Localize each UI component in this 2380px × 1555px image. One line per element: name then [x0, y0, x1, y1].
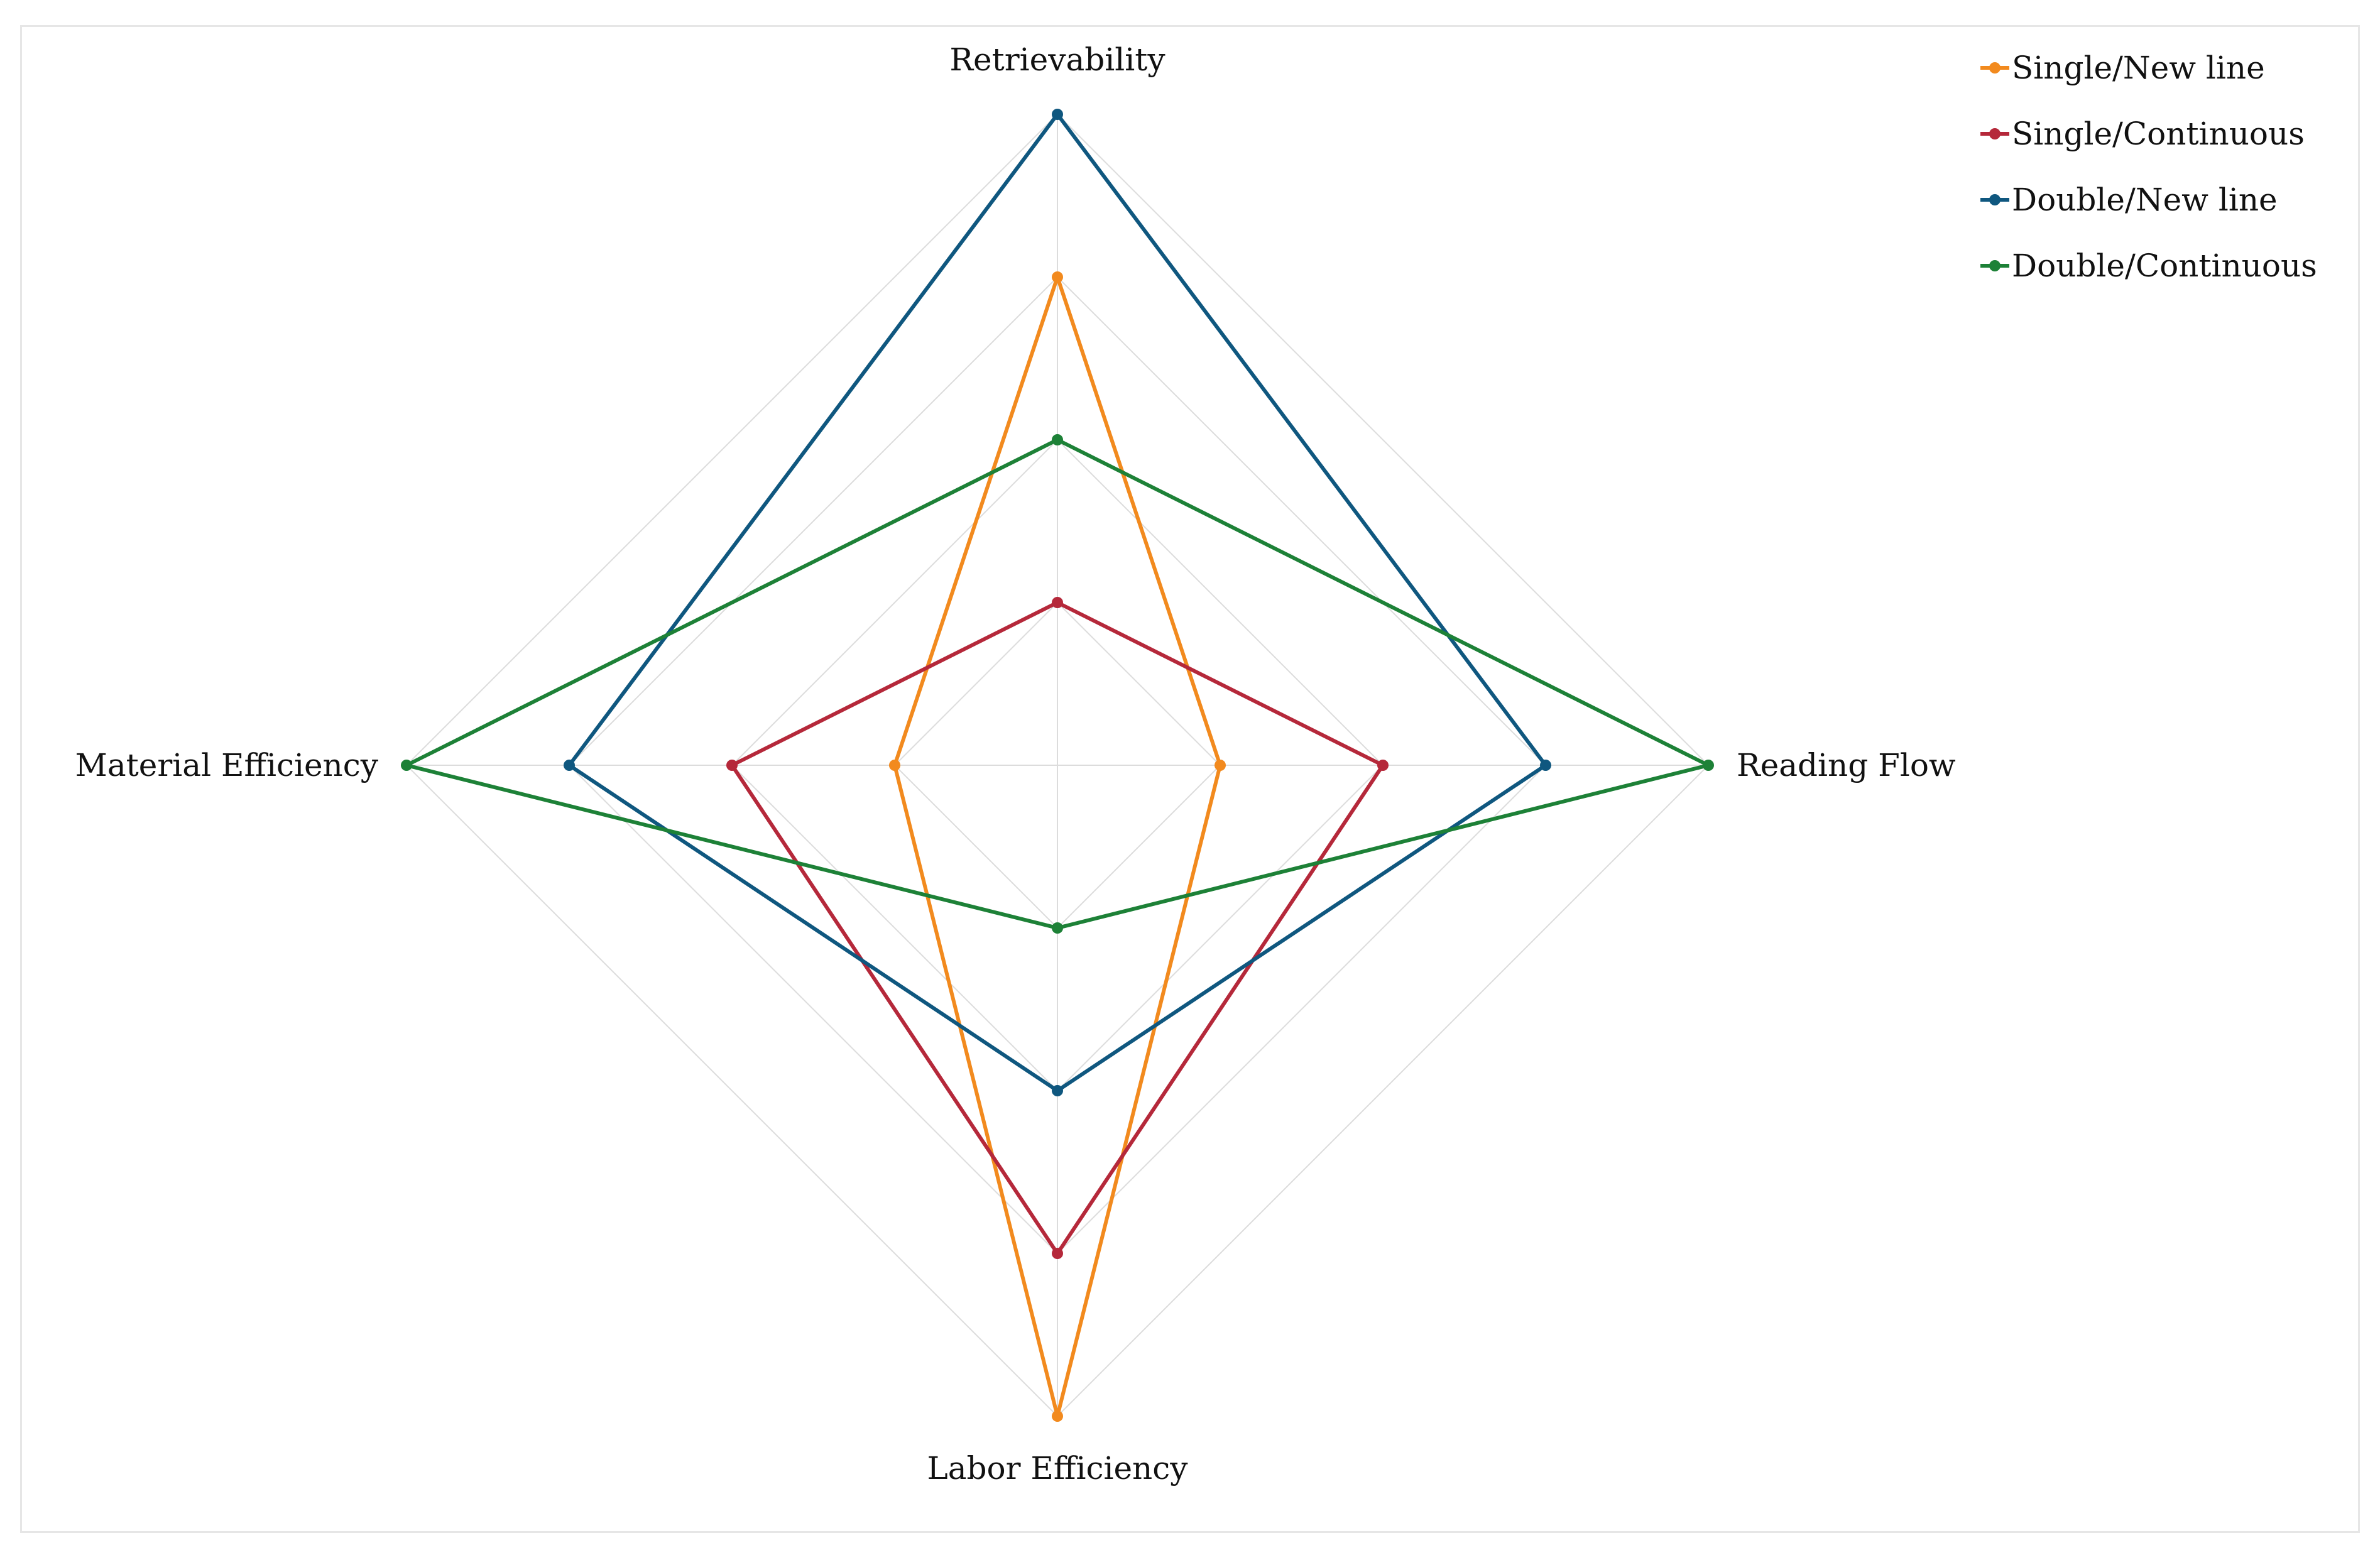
legend-swatch-marker-2: [1989, 194, 2001, 205]
series-3-point-2: [1052, 922, 1063, 934]
chart-frame: [20, 25, 2360, 1533]
series-3-point-1: [1703, 760, 1714, 771]
series-1-point-3: [726, 760, 738, 771]
series-1-point-0: [1052, 597, 1063, 608]
series-0-point-3: [889, 760, 900, 771]
axis-label-0: Retrievability: [949, 41, 1165, 78]
axis-label-3: Material Efficiency: [75, 747, 379, 783]
series-0-point-2: [1052, 1410, 1063, 1422]
axis-label-2: Labor Efficiency: [927, 1450, 1189, 1487]
legend: Single/New lineSingle/ContinuousDouble/N…: [1980, 50, 2317, 284]
series-1-point-1: [1377, 760, 1389, 771]
series-1-point-2: [1052, 1248, 1063, 1259]
axis-label-1: Reading Flow: [1737, 747, 1956, 783]
series-2-point-0: [1052, 109, 1063, 120]
legend-label-3: Double/Continuous: [2012, 248, 2317, 284]
series-layer: [401, 109, 1714, 1422]
series-3-point-0: [1052, 434, 1063, 445]
series-0-point-0: [1052, 271, 1063, 283]
legend-label-2: Double/New line: [2012, 182, 2278, 218]
series-2-point-1: [1540, 760, 1551, 771]
series-2-point-3: [564, 760, 575, 771]
legend-label-0: Single/New line: [2012, 50, 2265, 86]
legend-swatch-marker-0: [1989, 62, 2001, 74]
grid: [405, 113, 1710, 1417]
legend-swatch-marker-3: [1989, 260, 2001, 271]
legend-label-1: Single/Continuous: [2012, 116, 2305, 152]
series-0-point-1: [1215, 760, 1226, 771]
series-2-point-2: [1052, 1085, 1063, 1096]
legend-swatch-marker-1: [1989, 128, 2001, 139]
series-3-point-3: [401, 760, 412, 771]
